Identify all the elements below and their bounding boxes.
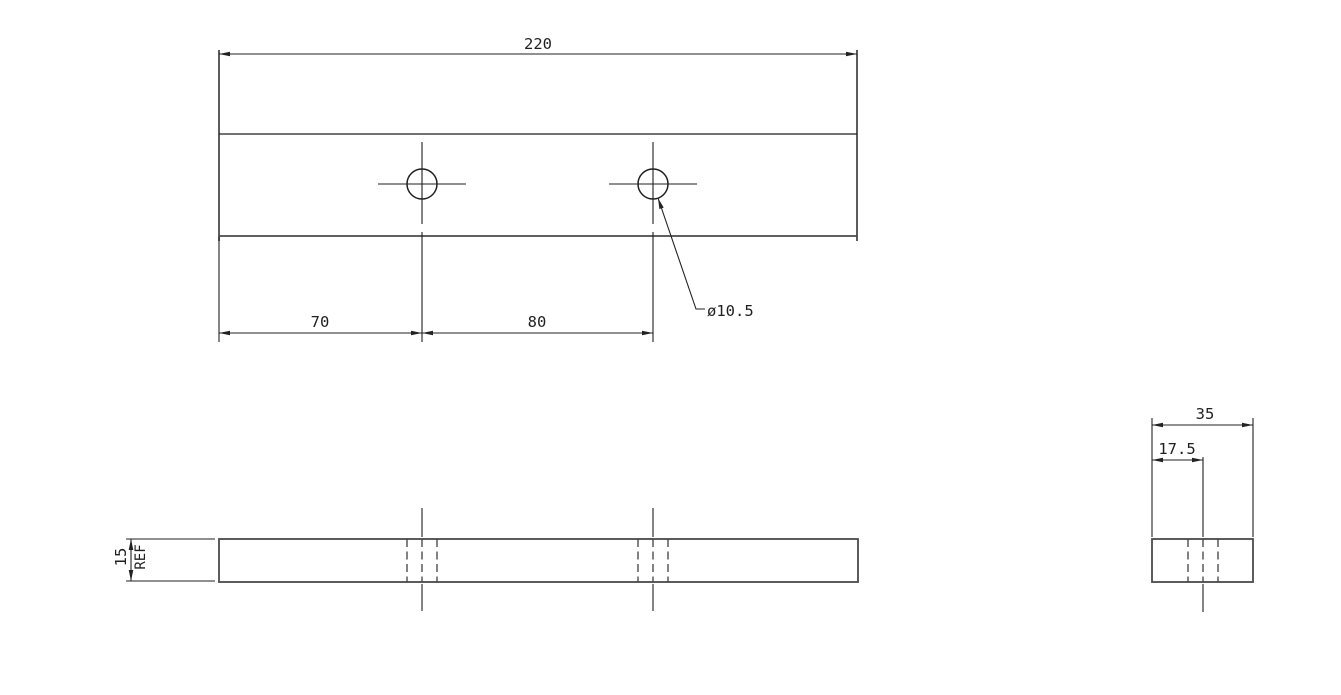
- dim-thickness-ref-label: REF: [133, 544, 149, 569]
- dim-overall-length: 220: [219, 35, 857, 57]
- hole-diameter-leader-line: [657, 197, 705, 310]
- hole-diameter-label: ø10.5: [707, 302, 754, 320]
- end-view: 35 17.5: [1151, 405, 1254, 612]
- front-view: 220 70 80: [218, 35, 858, 342]
- dim-end-width: 35: [1151, 405, 1254, 537]
- dim-hole-spacing-label: 80: [528, 313, 547, 331]
- dim-hole1-offset-label: 70: [311, 313, 330, 331]
- dim-hole-spacing: 80: [422, 313, 653, 336]
- hole-2: [609, 142, 697, 342]
- dim-end-width-label: 35: [1196, 405, 1215, 423]
- dim-hole1-offset: 70: [218, 237, 422, 342]
- hole-diameter-leader: ø10.5: [657, 197, 754, 320]
- dim-hole-center-offset-label: 17.5: [1158, 440, 1195, 458]
- hole-1: [378, 142, 466, 342]
- dim-thickness: 15 REF: [112, 538, 215, 582]
- dim-overall-length-label: 220: [524, 35, 552, 53]
- side-view: 15 REF: [112, 508, 859, 611]
- side-view-outline: [218, 538, 859, 583]
- dim-thickness-label: 15: [112, 548, 130, 567]
- dim-hole-center-offset: 17.5: [1152, 440, 1203, 463]
